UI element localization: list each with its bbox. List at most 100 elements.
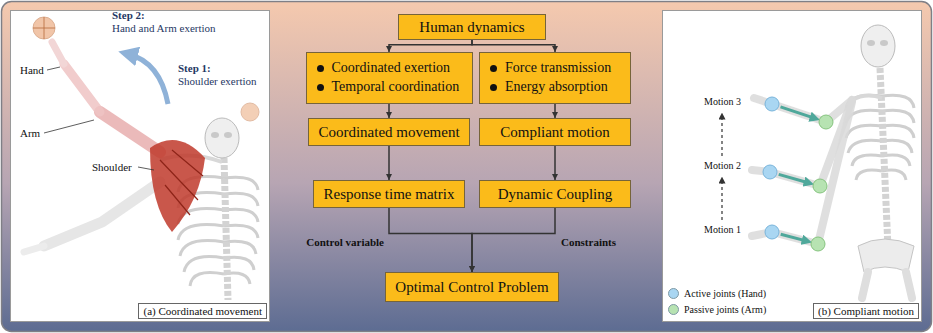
figure-panel: (b) Compliant motion	[662, 10, 922, 322]
clavicle	[852, 95, 882, 100]
flow-connector	[388, 146, 390, 180]
compliant-motion-figure	[722, 25, 914, 298]
skull	[205, 118, 239, 158]
spine	[224, 158, 228, 300]
bullet-row: Coordinated exertion	[317, 59, 451, 78]
ribcage	[848, 140, 882, 153]
sequence-arrow	[721, 178, 722, 220]
leg	[862, 272, 868, 298]
panel-caption: (b) Compliant motion	[813, 303, 919, 319]
process-box: Human dynamics	[398, 14, 546, 40]
part-label: Arm	[20, 127, 40, 140]
flow-connector	[388, 104, 390, 118]
motion-label: Motion 1	[704, 224, 741, 236]
part-label: Shoulder	[92, 161, 132, 174]
pelvis	[858, 239, 914, 272]
bullet-text: Force transmission	[505, 59, 611, 78]
motion-label: Motion 2	[704, 160, 741, 172]
coordinated-movement-figure	[224, 132, 232, 138]
skull	[861, 25, 895, 67]
ribcage	[178, 225, 224, 240]
ribcage	[856, 170, 882, 180]
step-body-label: Hand and Arm exertion	[112, 22, 216, 35]
ribcage	[224, 193, 258, 206]
figure-panel: (a) Coordinated movement	[10, 10, 270, 322]
process-box: Response time matrix	[313, 180, 465, 208]
box-text: Human dynamics	[419, 18, 524, 36]
ctrl-label: Constraints	[561, 236, 616, 249]
force-arrow	[779, 174, 809, 183]
box-text: Dynamic Coupling	[498, 185, 613, 203]
flow-connector	[554, 146, 556, 180]
active-joint	[765, 97, 779, 111]
compliant-motion-figure	[867, 40, 875, 46]
step-body-label: Shoulder exertion	[178, 75, 257, 88]
legend-swatch	[668, 304, 679, 315]
ribcage	[190, 273, 224, 287]
coordinated-movement-figure	[24, 246, 44, 252]
upper-arm	[100, 112, 160, 152]
panel-caption: (a) Coordinated movement	[138, 303, 267, 319]
bullet-dot	[317, 65, 324, 72]
process-box: Compliant motion	[479, 118, 631, 146]
legend-text: Active joints (Hand)	[684, 287, 766, 300]
flow-connector	[554, 104, 556, 118]
flow-connector	[389, 40, 472, 52]
ribcage	[184, 257, 224, 272]
panel-ground	[10, 10, 270, 322]
coordinated-movement-figure	[33, 17, 55, 39]
box-text: Optimal Control Problem	[395, 278, 548, 296]
bullet-text: Energy absorption	[505, 78, 608, 97]
ribcage	[852, 155, 882, 166]
coordinated-movement-figure	[211, 132, 219, 138]
flow-connector	[472, 40, 555, 52]
box-text: Response time matrix	[324, 185, 455, 203]
compliant-motion-figure	[880, 40, 888, 46]
forearm	[64, 64, 100, 112]
sequence-arrow	[721, 114, 722, 156]
leader-line	[47, 67, 60, 70]
bullet-row: Temporal coordination	[317, 78, 460, 97]
process-box: Optimal Control Problem	[385, 272, 559, 302]
arm-pose	[754, 98, 852, 122]
step-head-label: Step 1:	[178, 62, 211, 75]
motion-label: Motion 3	[704, 96, 741, 108]
shoulder-muscle	[150, 140, 205, 232]
process-box: Force transmissionEnergy absorption	[479, 52, 631, 104]
passive-joint	[811, 237, 825, 251]
basketball	[33, 17, 55, 39]
box-text: Compliant motion	[500, 123, 610, 141]
bullet-dot	[317, 84, 324, 91]
curved-arrow	[128, 54, 168, 104]
arm-pose	[752, 102, 852, 244]
bullet-text: Temporal coordination	[332, 78, 460, 97]
bullet-row: Energy absorption	[490, 78, 608, 97]
ribcage	[882, 95, 914, 108]
process-box: Coordinated exertionTemporal coordinatio…	[306, 52, 473, 104]
process-box: Coordinated movement	[308, 118, 470, 146]
bullet-dot	[490, 65, 497, 72]
active-joint	[765, 225, 779, 239]
bullet-text: Coordinated exertion	[332, 59, 451, 78]
box-text: Coordinated movement	[318, 123, 459, 141]
legend-row: Passive joints (Arm)	[668, 303, 766, 316]
bullet-row: Force transmission	[490, 59, 611, 78]
part-label: Hand	[20, 64, 44, 77]
hand	[52, 42, 64, 64]
coordinated-movement-figure	[44, 182, 160, 246]
step-head-label: Step 2:	[112, 9, 145, 22]
basketball	[241, 103, 259, 121]
ribcage	[882, 125, 914, 138]
passive-joint	[813, 179, 827, 193]
process-box: Dynamic Coupling	[479, 180, 631, 208]
flow-connector	[389, 208, 472, 272]
flow-connector	[472, 208, 555, 272]
bullet-dot	[490, 84, 497, 91]
force-arrow	[781, 107, 816, 119]
ctrl-label: Control variable	[306, 236, 384, 249]
passive-joint	[819, 115, 833, 129]
coordinated-movement-figure	[24, 17, 259, 300]
leg	[906, 272, 912, 298]
